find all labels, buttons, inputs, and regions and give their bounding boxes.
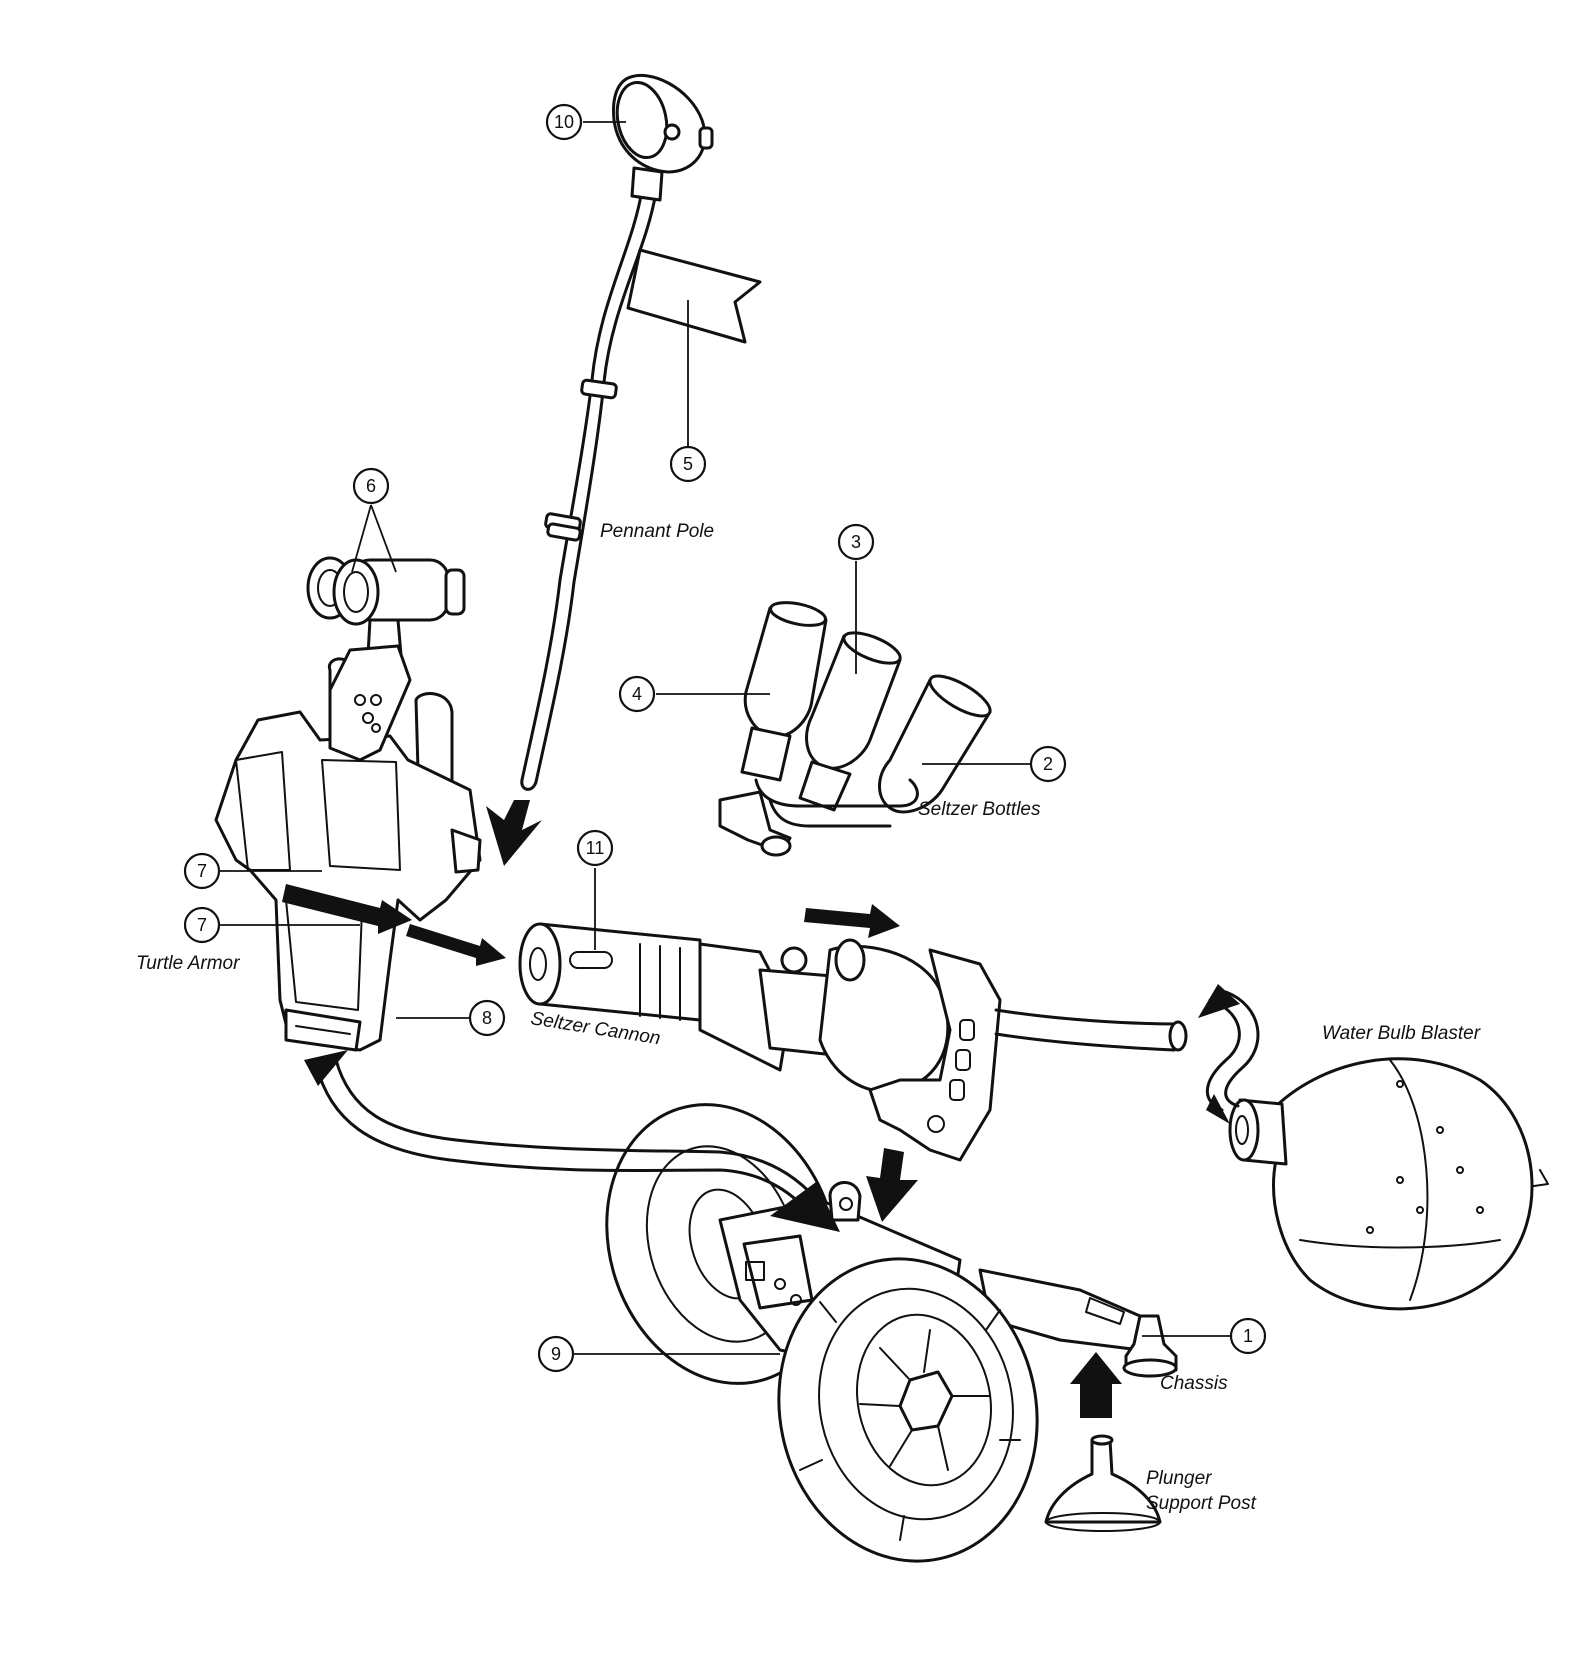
seltzer-bottles bbox=[718, 601, 992, 857]
callout-6-text: 6 bbox=[366, 476, 376, 496]
callout-2-text: 2 bbox=[1043, 754, 1053, 774]
label-turtle-armor: Turtle Armor bbox=[136, 953, 240, 974]
callout-9-text: 9 bbox=[551, 1344, 561, 1364]
assembly-arrows bbox=[282, 800, 1260, 1418]
callout-10-text: 10 bbox=[554, 112, 574, 132]
callout-4: 4 bbox=[618, 675, 656, 713]
water-bulb-blaster bbox=[1228, 1057, 1549, 1311]
label-plunger-line2: Support Post bbox=[1146, 1493, 1257, 1514]
seltzer-cannon bbox=[518, 922, 1188, 1162]
label-chassis: Chassis bbox=[1160, 1373, 1228, 1394]
callout-3-text: 3 bbox=[851, 532, 861, 552]
callout-8-text: 8 bbox=[482, 1008, 492, 1028]
turtle-armor bbox=[214, 556, 482, 1052]
callout-7a: 7 bbox=[183, 852, 221, 890]
callout-11-text: 11 bbox=[586, 838, 605, 858]
leader-lines bbox=[220, 121, 1230, 1355]
label-pennant-pole: Pennant Pole bbox=[600, 521, 714, 542]
callout-1-text: 1 bbox=[1243, 1326, 1253, 1346]
callout-5-text: 5 bbox=[683, 454, 693, 474]
callout-6: 6 bbox=[352, 467, 390, 505]
callout-9: 9 bbox=[537, 1335, 575, 1373]
label-water-bulb-blaster: Water Bulb Blaster bbox=[1322, 1023, 1481, 1044]
pennant-pole bbox=[520, 73, 762, 791]
callout-4-text: 4 bbox=[632, 684, 642, 704]
plunger-support-post bbox=[1044, 1434, 1162, 1532]
callout-7b: 7 bbox=[183, 906, 221, 944]
callout-3: 3 bbox=[837, 523, 875, 561]
label-plunger-line1: Plunger bbox=[1146, 1468, 1212, 1489]
callout-8: 8 bbox=[468, 999, 506, 1037]
callout-10: 10 bbox=[545, 103, 583, 141]
callout-2: 2 bbox=[1029, 745, 1067, 783]
chassis bbox=[605, 1103, 1178, 1563]
callout-11: 11 bbox=[576, 829, 614, 867]
label-seltzer-bottles: Seltzer Bottles bbox=[918, 799, 1041, 820]
callout-7b-text: 7 bbox=[197, 915, 207, 935]
callout-7a-text: 7 bbox=[197, 861, 207, 881]
callout-5: 5 bbox=[669, 445, 707, 483]
callout-1: 1 bbox=[1229, 1317, 1267, 1355]
